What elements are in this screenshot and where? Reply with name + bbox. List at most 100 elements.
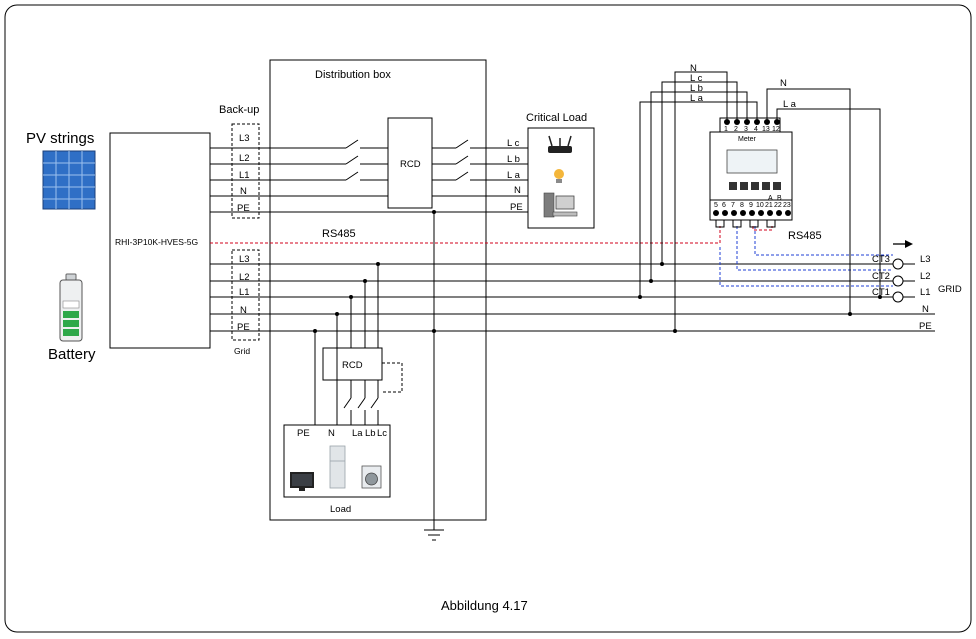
grid-line-n: N [922,304,929,315]
grid-line-l2: L2 [920,271,931,282]
grid-box-label: Grid [234,346,250,356]
meter-pin-2: 2 [734,126,738,133]
load-terminal-n: N [328,428,335,439]
ct3-sensor [892,258,904,270]
backup-terminal-l3: L3 [239,133,250,144]
meter-pin-10: 10 [756,202,764,209]
ct1-label: CT1 [872,287,890,298]
meter-top-terminals [724,119,780,125]
rs485-cable-ab [752,226,773,231]
battery-label: Battery [48,346,96,363]
meter-pin-5: 5 [714,202,718,209]
meter-pin-12: 12 [772,126,780,133]
computer-icon [543,192,578,218]
grid-terminal-pe: PE [237,322,250,333]
backup-terminal-pe: PE [237,203,250,214]
meter-line-right-n: N [780,78,787,89]
grid-terminal-l3: L3 [239,254,250,265]
pv-strings-label: PV strings [26,130,94,147]
meter-line-right-la: L a [783,99,797,110]
backup-terminal-l2: L2 [239,153,250,164]
battery-icon [59,273,83,342]
grid-wiring [210,263,935,332]
rcd-backup-label: RCD [400,159,421,170]
rcd-load-label: RCD [342,360,363,371]
grid-terminal-l1: L1 [239,287,250,298]
distribution-box [269,59,487,521]
meter-voltage-wiring [639,71,881,331]
meter-pin-a: A [768,195,773,202]
light-bulb-icon [554,169,564,183]
critical-line-pe: PE [510,202,523,213]
distribution-box-label: Distribution box [315,69,391,81]
energy-meter [709,117,793,221]
backup-terminal-box [231,123,260,219]
meter-pin-23: 23 [783,202,791,209]
meter-pin-22: 22 [774,202,782,209]
inverter-model-label: RHI-3P10K-HVES-5G [115,237,198,247]
grid-line-pe: PE [919,321,932,332]
grid-terminal-l2: L2 [239,272,250,283]
meter-pin-1: 1 [724,126,728,133]
load-wiring [314,264,403,425]
ct2-label: CT2 [872,271,890,282]
meter-line-lb: L b [690,83,703,94]
grid-line-l1: L1 [920,287,931,298]
load-terminal-la: La [352,428,363,439]
meter-line-lc: L c [690,73,703,84]
meter-line-la: L a [690,93,704,104]
ct1-sensor [892,291,904,303]
solar-panel-icon [42,150,96,210]
meter-pin-9: 9 [749,202,753,209]
meter-pin-b: B [777,195,782,202]
load-terminal-lc: Lc [377,428,387,439]
grid-terminal-box [231,249,260,341]
grid-terminal-n: N [240,305,247,316]
meter-pin-21: 21 [765,202,773,209]
load-label: Load [330,504,351,515]
rs485-right-label: RS485 [788,230,822,242]
critical-load-label: Critical Load [526,112,587,124]
load-box [283,424,391,498]
meter-pin-4: 4 [754,126,758,133]
refrigerator-icon [329,445,346,489]
meter-pin-13: 13 [762,126,770,133]
backup-terminal-n: N [240,186,247,197]
rcd-load [322,347,383,381]
meter-bottom-terminals [713,210,791,216]
rs485-left-label: RS485 [322,228,356,240]
ct2-sensor [892,275,904,287]
diagram-frame [4,4,972,633]
grid-line-l3: L3 [920,254,931,265]
critical-line-lc: L c [507,138,520,149]
ct3-label: CT3 [872,254,890,265]
meter-line-n: N [690,63,697,74]
critical-line-lb: L b [507,154,520,165]
inverter-box [109,132,211,349]
load-terminal-lb: Lb [365,428,376,439]
ct-wiring [719,226,893,287]
load-terminal-pe: PE [297,428,310,439]
washing-machine-icon [361,465,382,489]
meter-pin-7: 7 [731,202,735,209]
critical-line-la: L a [507,170,521,181]
router-icon [548,135,572,153]
rcd-backup [387,117,433,209]
figure-caption: Abbildung 4.17 [441,598,528,613]
tv-icon [290,472,314,491]
arrow-head-icon [905,240,913,248]
meter-pin-8: 8 [740,202,744,209]
grid-label: GRID [938,284,962,295]
junction-dots [313,210,882,333]
backup-label: Back-up [219,104,259,116]
backup-terminal-l1: L1 [239,170,250,181]
meter-pin-3: 3 [744,126,748,133]
critical-load-box [527,127,595,229]
rs485-cable [210,226,721,244]
critical-line-n: N [514,185,521,196]
ground-icon [424,529,444,541]
meter-pin-6: 6 [722,202,726,209]
backup-wiring [210,139,528,213]
